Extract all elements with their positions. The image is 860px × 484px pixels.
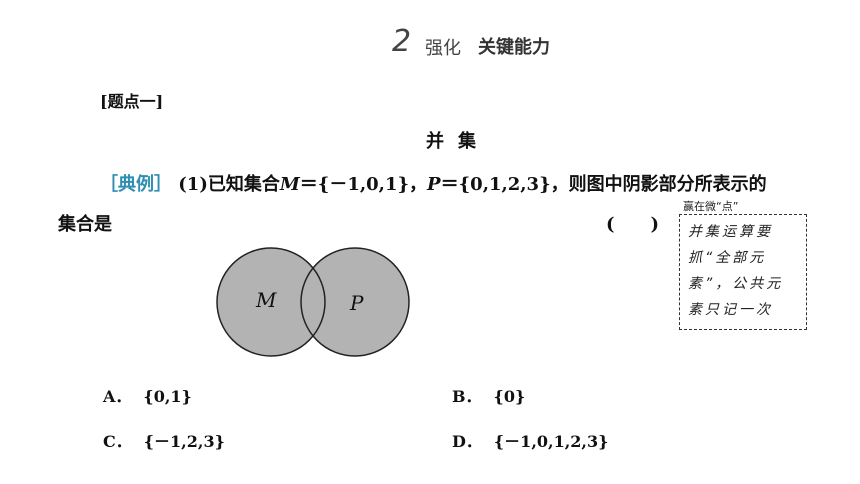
section-title-bold: 关键能力	[478, 37, 550, 58]
option-label: D．	[452, 432, 482, 451]
section-title-prefix: 强化	[425, 38, 461, 59]
venn-label-p: P	[349, 291, 364, 315]
example-tag: ［典例］	[100, 174, 172, 195]
option-label: A．	[103, 387, 132, 406]
option-d[interactable]: D． {－1,0,1,2,3}	[452, 428, 608, 452]
topic-tag: [题点一]	[100, 92, 164, 111]
note-title: 赢在微“点”	[683, 200, 739, 213]
option-value: {－1,0,1,2,3}	[493, 432, 609, 451]
question-line-2: 集合是	[58, 214, 112, 235]
option-a[interactable]: A． {0,1}	[103, 383, 192, 407]
section-header: 2 强化 关键能力	[0, 22, 860, 62]
venn-right-outline	[300, 247, 410, 357]
question-number: (1)	[178, 174, 208, 195]
subtitle: 并集	[426, 131, 490, 152]
set-m-var: M	[279, 174, 300, 195]
answer-paren: ( )	[606, 214, 660, 235]
option-label: C．	[103, 432, 132, 451]
question-text: 已知集合	[207, 174, 280, 195]
section-number: 2	[392, 24, 412, 59]
question-line-1: ［典例］ (1)已知集合M＝{－1,0,1}，P＝{0,1,2,3}，则图中阴影…	[100, 170, 767, 196]
venn-right-circle	[301, 248, 409, 356]
option-c[interactable]: C． {－1,2,3}	[103, 428, 225, 452]
option-label: B．	[452, 387, 482, 406]
venn-diagram: M P	[216, 247, 410, 357]
note-box: 并集运算要 抓“全部元 素”，公共元 素只记一次	[679, 214, 807, 330]
note-line: 素只记一次	[688, 302, 773, 318]
note-line: 并集运算要	[688, 224, 773, 240]
venn-left-outline	[216, 247, 326, 357]
venn-label-m: M	[255, 288, 277, 312]
option-value: {－1,2,3}	[143, 432, 225, 451]
set-p-var: P	[427, 174, 441, 195]
option-value: {0,1}	[143, 387, 192, 406]
note-line: 素”，公共元	[688, 276, 784, 292]
option-value: {0}	[493, 387, 526, 406]
set-m-def: ＝{－1,0,1}，	[299, 174, 428, 195]
set-p-def: ＝{0,1,2,3}，则图中阴影部分所表示的	[440, 174, 767, 195]
option-b[interactable]: B． {0}	[452, 383, 525, 407]
venn-left-circle	[217, 248, 325, 356]
note-line: 抓“全部元	[688, 250, 767, 266]
